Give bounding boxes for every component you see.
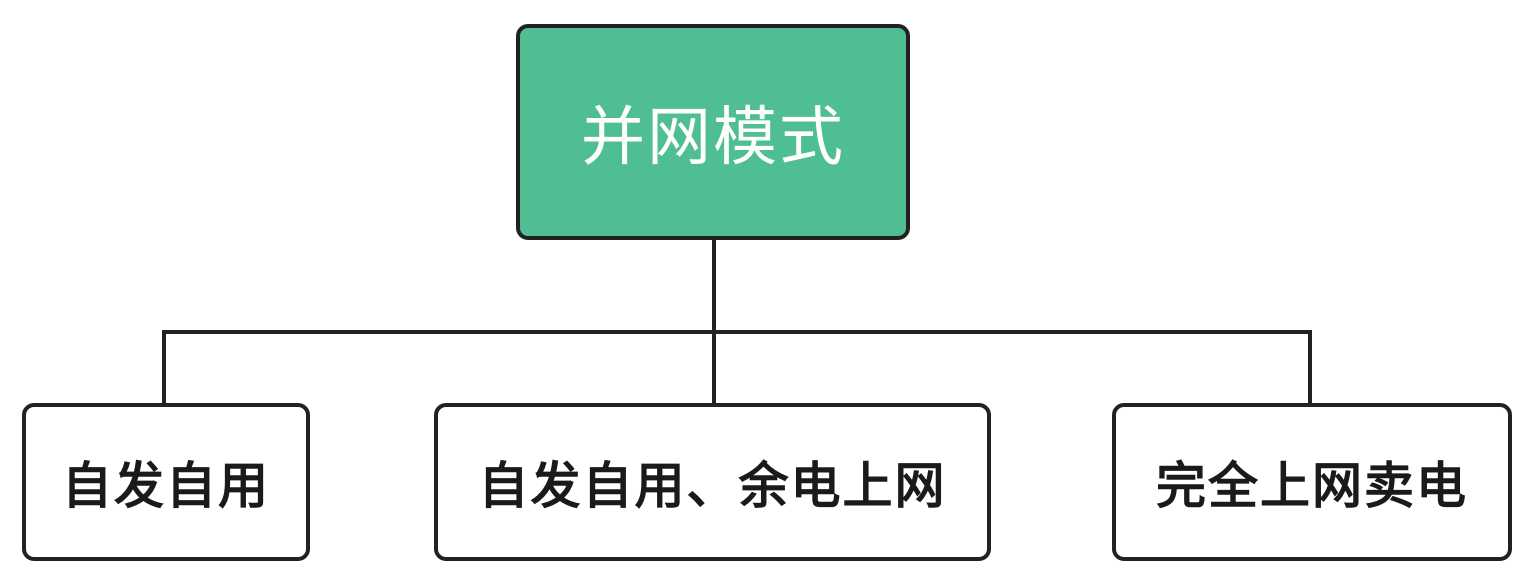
child-node-full-grid-sale: 完全上网卖电: [1112, 403, 1512, 561]
connector-horizontal-bar: [162, 330, 1312, 334]
child-node-self-use: 自发自用: [22, 403, 310, 561]
child-node-label: 自发自用、余电上网: [478, 457, 947, 515]
child-node-self-use-surplus-to-grid: 自发自用、余电上网: [434, 403, 991, 561]
connector-child-1: [162, 330, 166, 405]
connector-child-2: [712, 330, 716, 405]
root-node: 并网模式: [516, 24, 910, 240]
connector-root-stem: [712, 238, 716, 334]
child-node-label: 完全上网卖电: [1156, 457, 1468, 515]
root-node-label: 并网模式: [581, 101, 845, 175]
connector-child-3: [1308, 330, 1312, 405]
child-node-label: 自发自用: [62, 457, 270, 515]
